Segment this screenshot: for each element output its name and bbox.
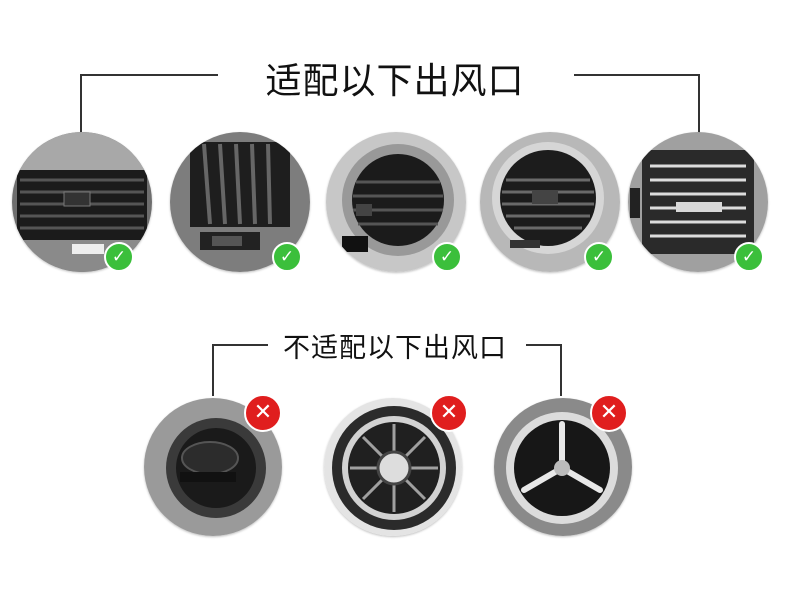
check-icon: ✓: [104, 242, 134, 272]
bracket-line-left-h: [80, 74, 218, 76]
bracket-line-left-v2: [212, 344, 214, 396]
check-icon: ✓: [432, 242, 462, 272]
incompatible-heading: 不适配以下出风口: [283, 333, 507, 364]
bracket-line-left-v: [80, 74, 82, 136]
vent-photo-round-fin: [480, 132, 620, 272]
check-icon: ✓: [584, 242, 614, 272]
vent-photo-round-star: [494, 398, 632, 536]
vent-photo-round-slat: [326, 132, 466, 272]
compatible-heading: 适配以下出风口: [265, 61, 525, 102]
bracket-line-left-h2: [212, 344, 268, 346]
cross-icon: ✕: [430, 394, 468, 432]
check-icon: ✓: [734, 242, 764, 272]
check-icon: ✓: [272, 242, 302, 272]
bracket-line-right-h: [574, 74, 700, 76]
bracket-line-right-v: [698, 74, 700, 134]
cross-icon: ✕: [590, 394, 628, 432]
bracket-line-right-h2: [526, 344, 562, 346]
cross-icon: ✕: [244, 394, 282, 432]
bracket-line-right-v2: [560, 344, 562, 396]
